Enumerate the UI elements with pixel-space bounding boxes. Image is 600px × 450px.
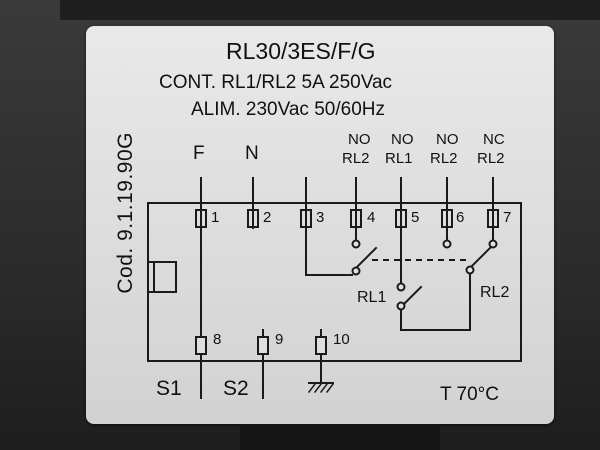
terminal-1-function-label: F bbox=[193, 143, 205, 164]
side-clip bbox=[147, 261, 177, 293]
terminal-2-number: 2 bbox=[263, 209, 272, 226]
terminal-9-block bbox=[257, 336, 269, 355]
terminal-8-function-label: S1 bbox=[156, 377, 182, 400]
housing-top-edge bbox=[60, 0, 600, 20]
housing-connector bbox=[240, 426, 440, 450]
terminal-7-function-label: NC bbox=[483, 131, 505, 148]
terminal-2-function-label: N bbox=[245, 143, 259, 164]
terminal-10-block bbox=[315, 336, 327, 355]
terminal-1-number: 1 bbox=[211, 209, 220, 226]
module-outline bbox=[147, 202, 522, 362]
rl2-pivot-contact bbox=[351, 266, 361, 276]
terminal-4-number: 4 bbox=[367, 209, 376, 226]
terminal-6-relay-label: RL2 bbox=[430, 150, 458, 167]
relay-rl1-label: RL1 bbox=[357, 289, 387, 306]
terminal-4-relay-label: RL2 bbox=[342, 150, 370, 167]
model-title: RL30/3ES/F/G bbox=[226, 38, 376, 64]
rl2-nc-pivot-contact bbox=[465, 265, 475, 275]
terminal-8-number: 8 bbox=[213, 331, 222, 348]
rl2-nc-blade bbox=[468, 246, 492, 270]
terminal-4-function-label: NO bbox=[348, 131, 371, 148]
terminal-9-number: 9 bbox=[275, 331, 284, 348]
terminal-4-contact bbox=[351, 239, 361, 249]
terminal-5-number: 5 bbox=[411, 209, 420, 226]
relay-rl2-label: RL2 bbox=[480, 284, 510, 301]
terminal-5-relay-label: RL1 bbox=[385, 150, 413, 167]
rl1-pivot-contact bbox=[396, 301, 406, 311]
terminal-8-block bbox=[195, 336, 207, 355]
temperature-rating: T 70°C bbox=[440, 384, 499, 405]
terminal-6-contact bbox=[442, 239, 452, 249]
terminal-5-function-label: NO bbox=[391, 131, 414, 148]
rl1-switch-blade bbox=[402, 285, 423, 306]
terminal-2-block bbox=[247, 209, 259, 228]
wire-rl-common bbox=[400, 271, 471, 331]
wire-terminal-3 bbox=[305, 226, 353, 276]
supply-rating-text: ALIM. 230Vac 50/60Hz bbox=[191, 99, 385, 120]
terminal-6-number: 6 bbox=[456, 209, 465, 226]
terminal-7-contact bbox=[488, 239, 498, 249]
terminal-6-function-label: NO bbox=[436, 131, 459, 148]
terminal-9-function-label: S2 bbox=[223, 377, 249, 400]
terminal-7-number: 7 bbox=[503, 209, 512, 226]
rl1-fixed-contact bbox=[396, 282, 406, 292]
ground-symbol-hatch bbox=[307, 382, 335, 394]
rl2-switch-blade bbox=[354, 246, 378, 270]
terminal-7-relay-label: RL2 bbox=[477, 150, 505, 167]
terminal-3-number: 3 bbox=[316, 209, 325, 226]
contact-rating-text: CONT. RL1/RL2 5A 250Vac bbox=[159, 72, 393, 93]
terminal-10-number: 10 bbox=[333, 331, 350, 348]
